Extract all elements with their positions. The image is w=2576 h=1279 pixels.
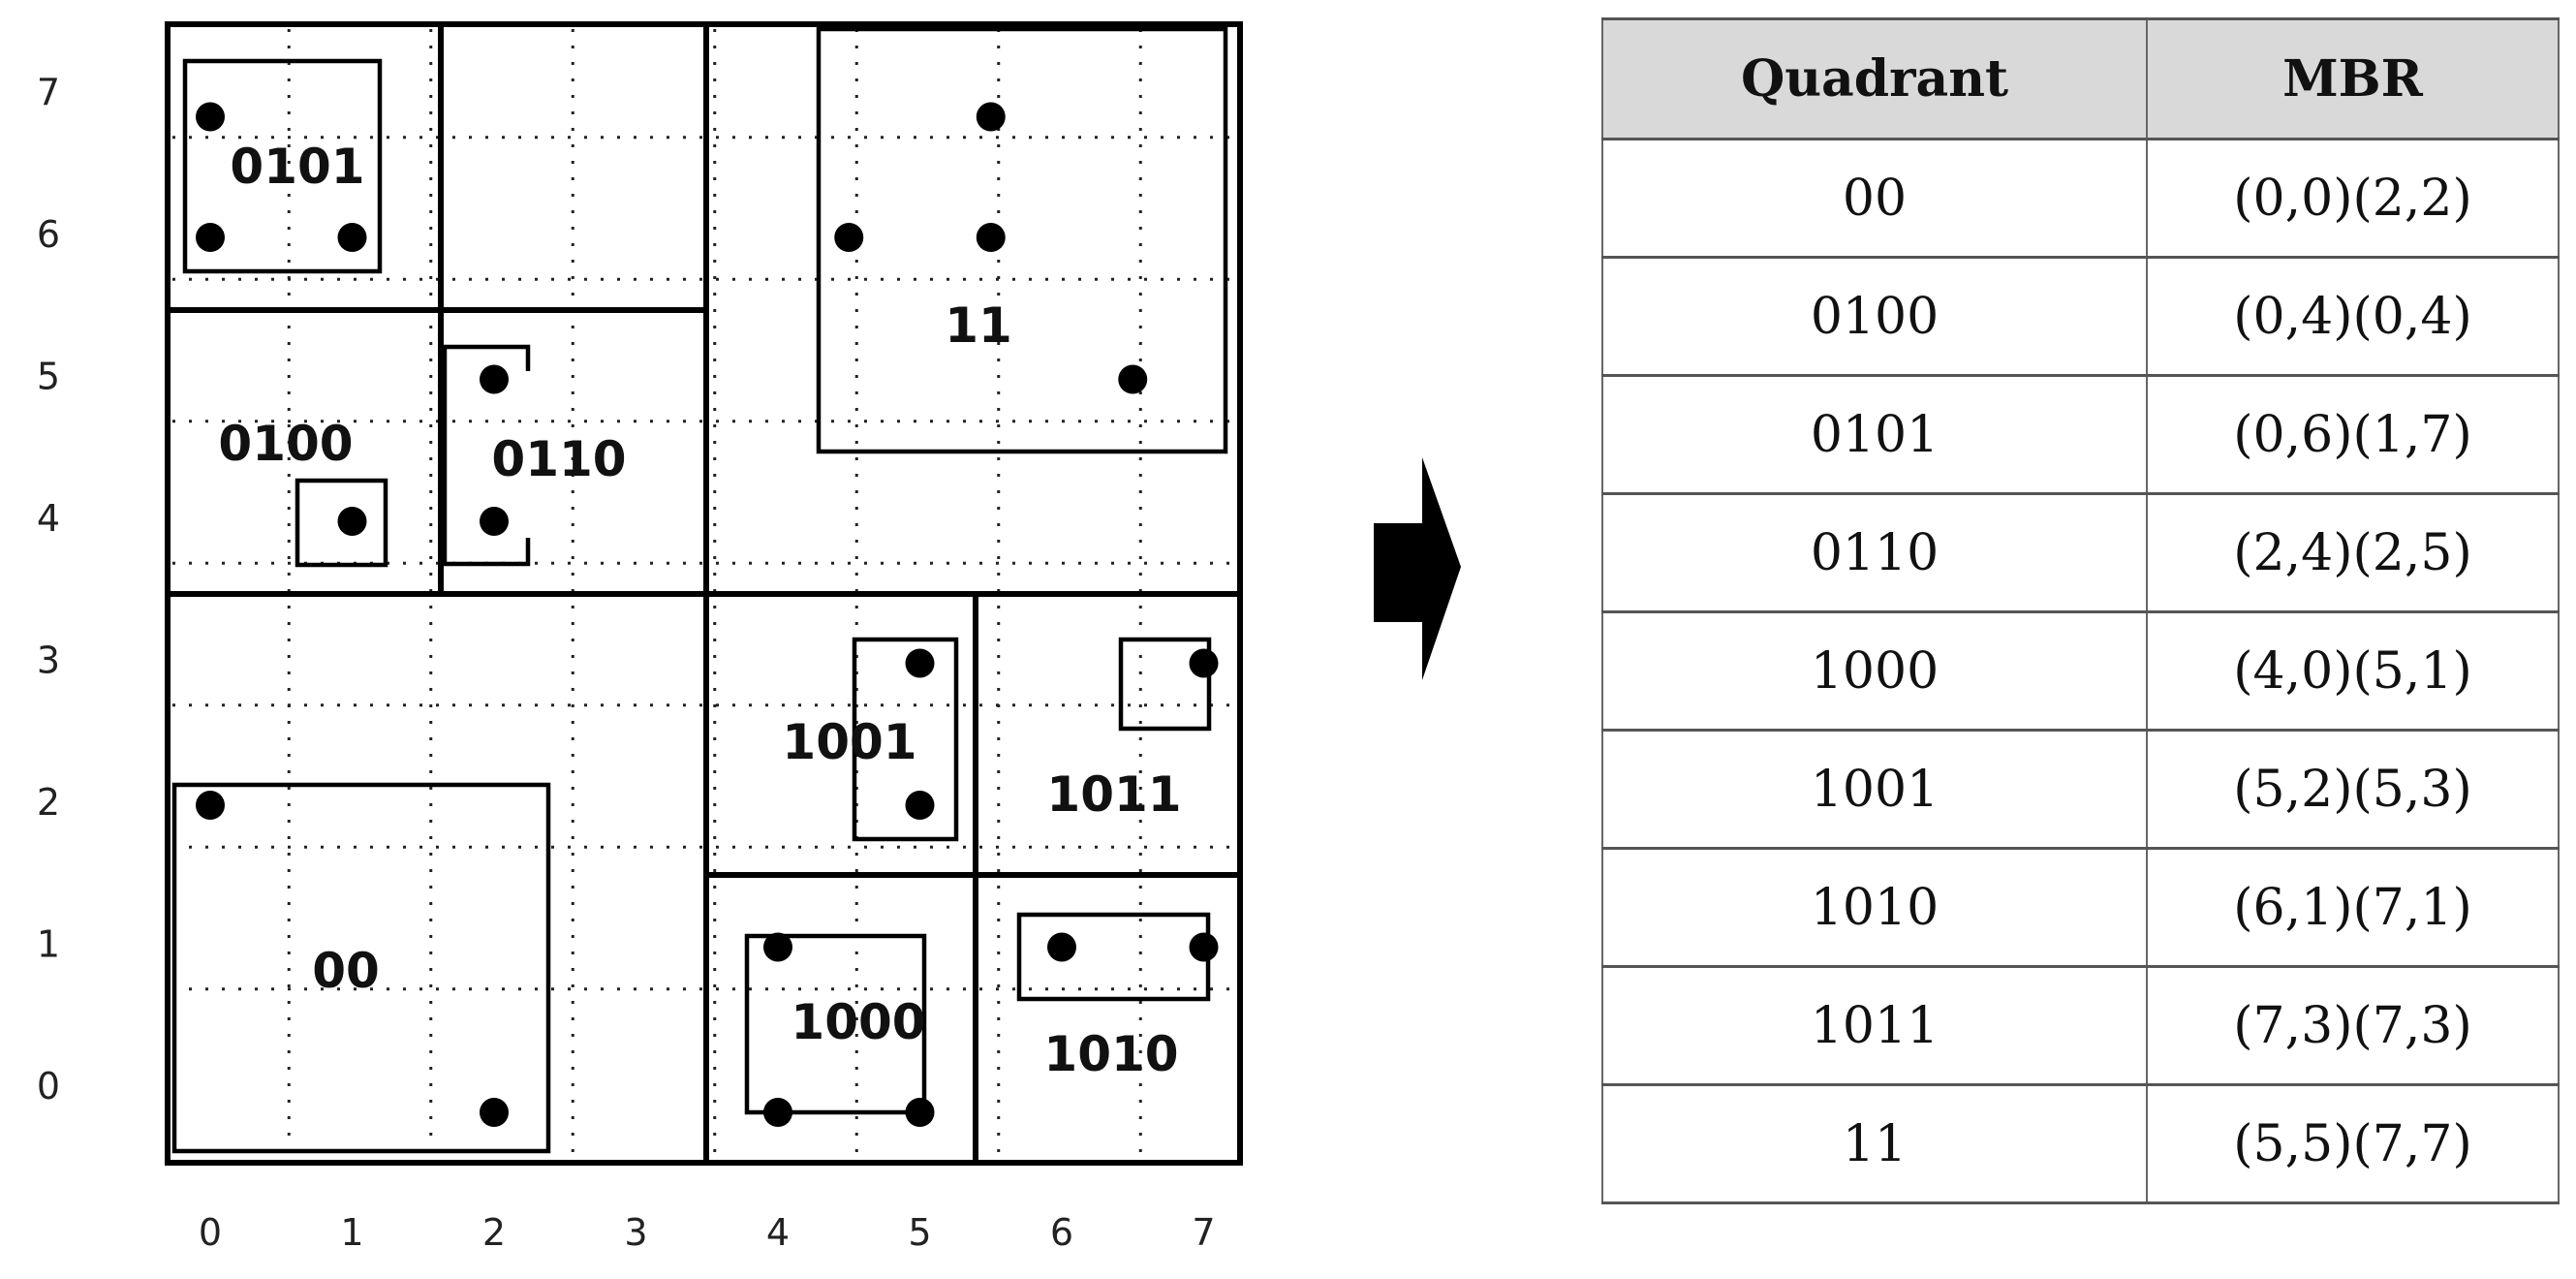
table-row: 0100(0,4)(0,4) (1601, 256, 2560, 377)
table-row: 0110(2,4)(2,5) (1601, 492, 2560, 613)
data-point (480, 1098, 509, 1127)
y-tick-label: 2 (37, 781, 60, 824)
quadrant-label-1001: 1001 (782, 714, 916, 770)
y-tick-label: 5 (37, 356, 60, 398)
cell-quadrant: 1000 (1601, 610, 2148, 732)
data-point (905, 648, 935, 678)
quadrant-label-1011: 1011 (1046, 766, 1181, 823)
x-tick-label: 1 (340, 1211, 363, 1254)
data-point (196, 791, 225, 820)
cell-mbr: (5,2)(5,3) (2146, 729, 2560, 850)
x-tick-label: 3 (624, 1211, 647, 1254)
cell-mbr: (0,6)(1,7) (2146, 374, 2560, 495)
data-point (480, 364, 509, 394)
x-tick-label: 2 (482, 1211, 506, 1254)
data-point (976, 223, 1006, 252)
dotted-grid (172, 29, 1235, 1158)
table-row: 1001(5,2)(5,3) (1601, 729, 2560, 850)
x-tick-label: 5 (908, 1211, 931, 1254)
data-point (196, 223, 225, 252)
quadrant-label-11: 11 (945, 297, 1012, 354)
mbr-box-0110 (442, 344, 531, 567)
mbr-box-1010 (1016, 912, 1211, 1002)
quadrant-partitions (165, 21, 1243, 1166)
cell-quadrant: 0110 (1601, 492, 2148, 613)
x-tick-label: 0 (199, 1211, 222, 1254)
mbr-box-0101 (182, 58, 383, 274)
cell-quadrant: 1010 (1601, 847, 2148, 968)
data-point (480, 507, 509, 536)
table-row: 1011(7,3)(7,3) (1601, 965, 2560, 1086)
table-row: 1000(4,0)(5,1) (1601, 610, 2560, 732)
quadrant-labels: 0101 0100 0110 11 1001 1011 00 1000 1010 (218, 139, 1181, 1082)
data-point (763, 1098, 792, 1127)
quadtree-diagram: 0101 0100 0110 11 1001 1011 00 1000 1010… (37, 21, 1461, 1254)
x-tick-label: 7 (1192, 1211, 1215, 1254)
data-point (1047, 932, 1076, 962)
table-body: 00(0,0)(2,2)0100(0,4)(0,4)0101(0,6)(1,7)… (1601, 138, 2560, 1204)
mbr-box-1000 (744, 933, 927, 1115)
data-point (905, 1098, 935, 1127)
cell-quadrant: 0101 (1601, 374, 2148, 495)
data-point (905, 791, 935, 820)
cell-mbr: (7,3)(7,3) (2146, 965, 2560, 1086)
y-tick-label: 0 (37, 1065, 60, 1107)
table-row: 00(0,0)(2,2) (1601, 138, 2560, 259)
x-tick-label: 6 (1050, 1211, 1073, 1254)
cell-quadrant: 11 (1601, 1083, 2148, 1204)
right-arrow-icon (1374, 457, 1461, 680)
cell-quadrant: 00 (1601, 138, 2148, 259)
quadrant-label-1000: 1000 (791, 994, 925, 1050)
x-axis-ticks: 0 1 2 3 4 5 6 7 (199, 1211, 1216, 1254)
mbr-box-0100 (295, 478, 388, 568)
data-point (196, 102, 225, 132)
cell-mbr: (0,0)(2,2) (2146, 138, 2560, 259)
data-points (196, 102, 1219, 1127)
cell-mbr: (0,4)(0,4) (2146, 256, 2560, 377)
cell-quadrant: 1011 (1601, 965, 2148, 1086)
y-tick-label: 1 (37, 923, 60, 966)
data-point (1118, 364, 1148, 394)
quadrant-label-0100: 0100 (218, 416, 353, 472)
cell-mbr: (2,4)(2,5) (2146, 492, 2560, 613)
cell-mbr: (6,1)(7,1) (2146, 847, 2560, 968)
cell-mbr: (5,5)(7,7) (2146, 1083, 2560, 1204)
data-point (834, 223, 864, 252)
table-row: 1010(6,1)(7,1) (1601, 847, 2560, 968)
mbr-box-1001 (852, 637, 959, 842)
header-mbr: MBR (2146, 17, 2560, 140)
quadrant-label-0101: 0101 (230, 139, 364, 195)
y-tick-label: 3 (37, 640, 60, 682)
x-tick-label: 4 (766, 1211, 790, 1254)
mbr-table: Quadrant MBR 00(0,0)(2,2)0100(0,4)(0,4)0… (1601, 17, 2560, 1204)
header-quadrant: Quadrant (1601, 17, 2148, 140)
quadrant-label-0110: 0110 (491, 431, 626, 487)
quadrant-label-1010: 1010 (1043, 1026, 1178, 1082)
y-axis-ticks: 0 1 2 3 4 5 6 7 (37, 72, 60, 1108)
y-tick-label: 6 (37, 213, 60, 256)
mbr-box-11 (816, 26, 1228, 454)
table-row: 11(5,5)(7,7) (1601, 1083, 2560, 1204)
data-point (1189, 932, 1219, 962)
data-point (976, 102, 1006, 132)
quadrant-label-00: 00 (312, 943, 380, 999)
cell-mbr: (4,0)(5,1) (2146, 610, 2560, 732)
cell-quadrant: 1001 (1601, 729, 2148, 850)
data-point (1189, 648, 1219, 678)
mbr-boxes (171, 26, 1228, 1154)
data-point (337, 223, 367, 252)
table-row: 0101(0,6)(1,7) (1601, 374, 2560, 495)
data-point (763, 932, 792, 962)
y-tick-label: 4 (37, 497, 60, 540)
y-tick-label: 7 (37, 72, 60, 114)
table-header-row: Quadrant MBR (1601, 17, 2560, 140)
mbr-box-00 (171, 782, 551, 1154)
cell-quadrant: 0100 (1601, 256, 2148, 377)
data-point (337, 507, 367, 536)
mbr-box-1011 (1118, 637, 1212, 732)
